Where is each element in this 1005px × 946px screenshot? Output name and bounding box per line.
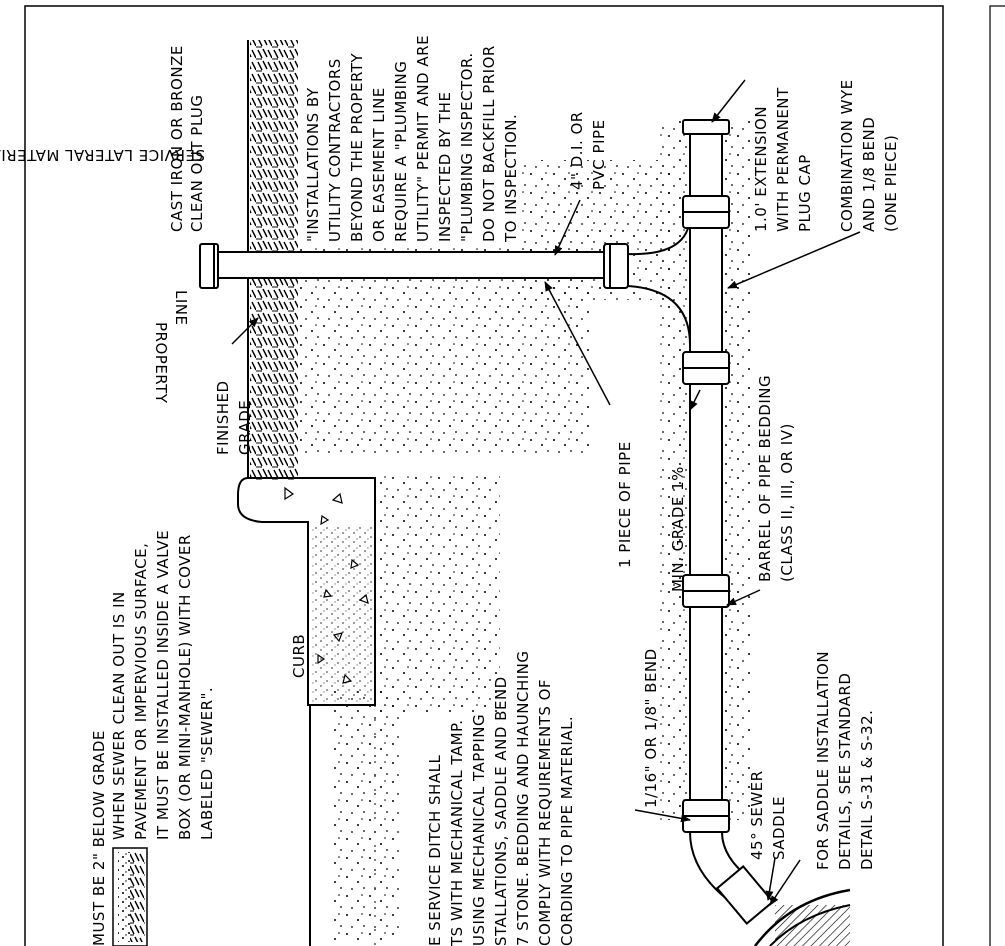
svg-text:PLUG CAP: PLUG CAP	[796, 154, 814, 232]
svg-text:1.0' EXTENSION: 1.0' EXTENSION	[752, 106, 770, 232]
label-pipe-material: 4" D.I. OR PVC PIPE	[568, 111, 608, 190]
svg-text:TO INSPECTION.: TO INSPECTION.	[502, 114, 520, 243]
svg-text:OR EASEMENT LINE: OR EASEMENT LINE	[370, 87, 388, 242]
cleanout-plug	[199, 243, 219, 289]
svg-text:STALLATIONS, SADDLE AND BEND: STALLATIONS, SADDLE AND BEND	[492, 676, 510, 946]
svg-text:PVC PIPE: PVC PIPE	[590, 119, 608, 190]
svg-text:CORDING TO PIPE MATERIAL.: CORDING TO PIPE MATERIAL.	[558, 716, 576, 946]
svg-text:(ONE PIECE): (ONE PIECE)	[882, 135, 900, 232]
svg-text:WITH PERMANENT: WITH PERMANENT	[774, 87, 792, 232]
svg-text:(CLASS II, III, OR IV): (CLASS II, III, OR IV)	[778, 423, 796, 582]
label-saddle-details: FOR SADDLE INSTALLATION DETAILS, SEE STA…	[814, 651, 876, 870]
svg-text:WHEN SEWER CLEAN OUT IS IN: WHEN SEWER CLEAN OUT IS IN	[110, 591, 128, 840]
svg-text:COMPLY WITH REQUIREMENTS OF: COMPLY WITH REQUIREMENTS OF	[536, 679, 554, 946]
note-ditch: E SERVICE DITCH SHALL TS WITH MECHANICAL…	[426, 650, 576, 946]
svg-text:UTILITY" PERMIT AND ARE: UTILITY" PERMIT AND ARE	[414, 35, 432, 242]
main-lateral	[682, 119, 730, 833]
label-curb: CURB	[290, 634, 308, 678]
label-cleanout-plug: CAST IRON OR BRONZE CLEAN OUT PLUG	[168, 45, 206, 232]
backfill-under-curb	[330, 690, 400, 940]
label-bend: 1/16" OR 1/8" BEND	[642, 648, 660, 808]
svg-text:INSPECTED BY THE: INSPECTED BY THE	[436, 92, 454, 242]
svg-text:E SERVICE DITCH SHALL: E SERVICE DITCH SHALL	[426, 755, 444, 946]
svg-text:FOR SADDLE INSTALLATION: FOR SADDLE INSTALLATION	[814, 651, 832, 870]
label-saddle: 45° SEWER SADDLE	[748, 770, 788, 860]
svg-text:SADDLE: SADDLE	[770, 796, 788, 860]
svg-text:CAST IRON OR BRONZE: CAST IRON OR BRONZE	[168, 45, 186, 232]
svg-text:BEYOND THE PROPERTY: BEYOND THE PROPERTY	[348, 53, 366, 242]
label-combination: COMBINATION WYE AND 1/8 BEND (ONE PIECE)	[838, 79, 900, 232]
svg-text:AND 1/8 BEND: AND 1/8 BEND	[860, 117, 878, 232]
svg-text:DO NOT BACKFILL PRIOR: DO NOT BACKFILL PRIOR	[480, 45, 498, 242]
svg-text:"PLUMBING INSPECTOR.: "PLUMBING INSPECTOR.	[458, 52, 476, 242]
svg-text:PROPERTY: PROPERTY	[152, 322, 170, 404]
svg-text:7 STONE. BEDDING AND HAUNCHIN: 7 STONE. BEDDING AND HAUNCHING	[514, 650, 532, 946]
svg-text:4" D.I. OR: 4" D.I. OR	[568, 111, 586, 190]
label-barrel: BARREL OF PIPE BEDDING (CLASS II, III, O…	[756, 375, 796, 582]
svg-text:IT MUST BE INSTALLED INSIDE A: IT MUST BE INSTALLED INSIDE A VALVE	[154, 530, 172, 840]
riser-bell	[603, 243, 629, 289]
svg-text:LINE: LINE	[172, 290, 190, 325]
svg-text:45° SEWER: 45° SEWER	[748, 770, 766, 860]
top-note: SERVICE LATERAL MATERIAL AS REQUIRED	[0, 146, 205, 164]
adjacent-sheet-frame	[989, 5, 1005, 946]
svg-text:COMBINATION WYE: COMBINATION WYE	[838, 79, 856, 232]
extension-cap	[682, 119, 730, 135]
backfill-area-lower	[380, 475, 500, 715]
note-grade: MUST BE 2" BELOW GRADE	[90, 730, 108, 946]
label-property-line: LINE PROPERTY	[152, 290, 190, 404]
svg-text:BARREL OF PIPE BEDDING: BARREL OF PIPE BEDDING	[756, 375, 774, 582]
curb	[237, 477, 376, 946]
label-one-piece: 1 PIECE OF PIPE	[616, 441, 634, 568]
svg-text:LABELED "SEWER".: LABELED "SEWER".	[198, 687, 216, 840]
svg-text:REQUIRE A "PLUMBING: REQUIRE A "PLUMBING	[392, 61, 410, 242]
svg-text:GRADE: GRADE	[236, 400, 254, 455]
svg-text:DETAIL S-31 & S-32.: DETAIL S-31 & S-32.	[858, 710, 876, 870]
svg-text:USING MECHANICAL TAPPING: USING MECHANICAL TAPPING	[470, 714, 488, 946]
svg-text:"INSTALLATIONS BY: "INSTALLATIONS BY	[304, 87, 322, 242]
legend-symbol	[112, 847, 148, 946]
note-cleanout: WHEN SEWER CLEAN OUT IS IN PAVEMENT OR I…	[110, 530, 216, 840]
svg-text:PAVEMENT OR IMPERVIOUS SURFACE: PAVEMENT OR IMPERVIOUS SURFACE,	[132, 543, 150, 840]
svg-text:CLEAN OUT PLUG: CLEAN OUT PLUG	[188, 94, 206, 232]
svg-text:DETAILS, SEE STANDARD: DETAILS, SEE STANDARD	[836, 673, 854, 870]
note-installations: "INSTALLATIONS BY UTILITY CONTRACTORS BE…	[304, 35, 520, 243]
svg-text:BOX (OR MINI-MANHOLE) WITH COV: BOX (OR MINI-MANHOLE) WITH COVER	[176, 534, 194, 840]
main-hatch	[775, 905, 850, 946]
svg-text:UTILITY CONTRACTORS: UTILITY CONTRACTORS	[326, 58, 344, 242]
svg-text:TS WITH MECHANICAL TAMP.: TS WITH MECHANICAL TAMP.	[448, 719, 466, 946]
label-extension: 1.0' EXTENSION WITH PERMANENT PLUG CAP	[752, 87, 814, 232]
label-finished-grade: FINISHED GRADE	[214, 380, 254, 455]
drawing-frame	[24, 5, 944, 946]
leader-arrows	[231, 79, 861, 906]
label-min-grade: MIN. GRADE 1%	[669, 466, 687, 592]
svg-text:FINISHED: FINISHED	[214, 380, 232, 455]
cleanout-riser	[199, 243, 629, 289]
